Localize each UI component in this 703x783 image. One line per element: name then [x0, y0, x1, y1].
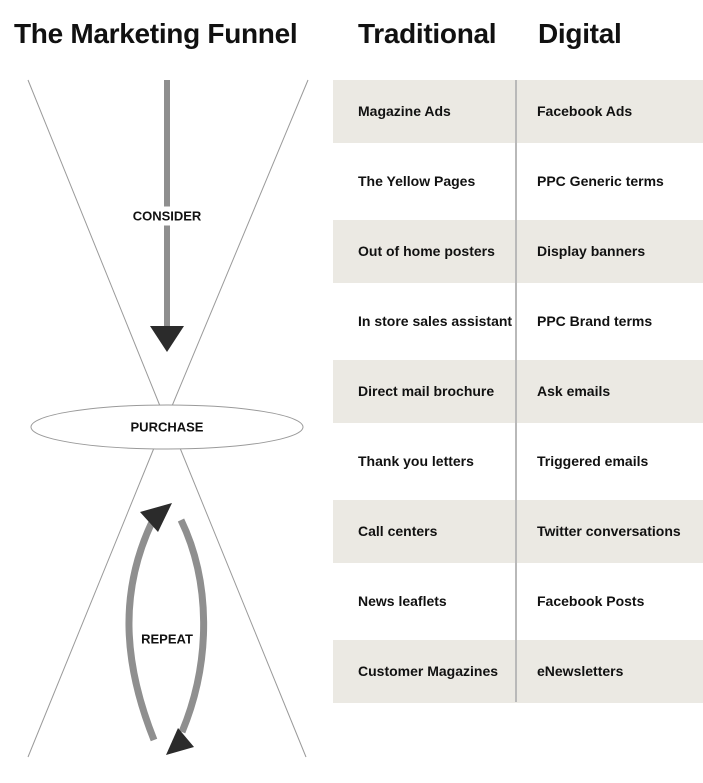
digital-channel: Display banners: [537, 243, 646, 259]
digital-channel: PPC Brand terms: [537, 313, 653, 329]
traditional-channel: Thank you letters: [358, 453, 474, 469]
funnel-line-bottom-left: [27, 447, 155, 758]
page-title: The Marketing Funnel: [14, 18, 298, 49]
table-row: News leaflets Facebook Posts: [333, 570, 703, 633]
digital-channel: Ask emails: [537, 383, 611, 399]
traditional-channel: Magazine Ads: [358, 103, 451, 119]
table-row: Thank you letters Triggered emails: [333, 430, 703, 493]
consider-arrow-head: [150, 326, 184, 352]
column-header-digital: Digital: [538, 18, 622, 49]
digital-channel: eNewsletters: [537, 663, 624, 679]
traditional-channel: In store sales assistant: [358, 313, 513, 329]
repeat-arrow-right-shaft: [177, 518, 208, 734]
table-row: Direct mail brochure Ask emails: [333, 360, 703, 423]
consider-arrow-shaft: [164, 80, 170, 328]
traditional-channel: Out of home posters: [358, 243, 495, 259]
digital-channel: Triggered emails: [537, 453, 649, 469]
column-divider: [515, 80, 517, 702]
column-header-traditional: Traditional: [358, 18, 497, 49]
repeat-arrow-down-head: [166, 728, 194, 755]
funnel-line-top-left: [27, 79, 161, 407]
digital-channel: Facebook Posts: [537, 593, 645, 609]
stage-label-consider: CONSIDER: [129, 206, 205, 226]
digital-channel: Facebook Ads: [537, 103, 633, 119]
traditional-channel: Call centers: [358, 523, 438, 539]
stage-label-repeat: REPEAT: [138, 629, 196, 649]
table-row: Customer Magazines eNewsletters: [333, 640, 703, 703]
table-row: Magazine Ads Facebook Ads: [333, 80, 703, 143]
table-row: Out of home posters Display banners: [333, 220, 703, 283]
stage-label-purchase: PURCHASE: [127, 417, 207, 437]
traditional-channel: Direct mail brochure: [358, 383, 495, 399]
table-row: The Yellow Pages PPC Generic terms: [333, 150, 703, 213]
funnel-line-bottom-right: [179, 447, 307, 758]
digital-channel: Twitter conversations: [537, 523, 681, 539]
funnel-line-top-right: [171, 79, 309, 407]
funnel-diagram: [27, 79, 309, 758]
table-row: In store sales assistant PPC Brand terms: [333, 290, 703, 353]
repeat-arrow-up-head: [140, 503, 172, 532]
table-row: Call centers Twitter conversations: [333, 500, 703, 563]
traditional-channel: The Yellow Pages: [358, 173, 476, 189]
traditional-channel: Customer Magazines: [358, 663, 499, 679]
repeat-arrow-left-shaft: [125, 520, 158, 742]
traditional-channel: News leaflets: [358, 593, 447, 609]
digital-channel: PPC Generic terms: [537, 173, 664, 189]
